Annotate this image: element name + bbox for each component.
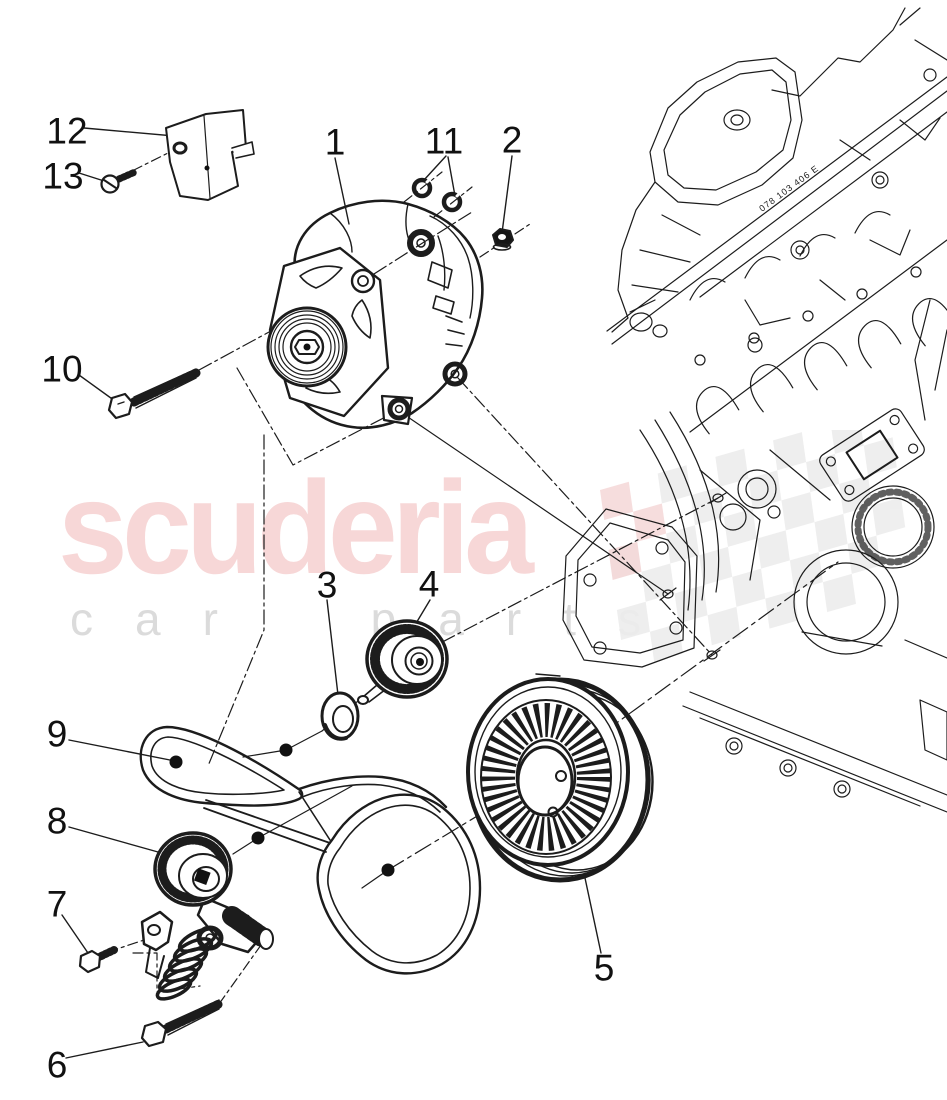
screw-part13 <box>100 168 139 194</box>
part-callout-10: 10 <box>41 348 83 390</box>
bracket-part12 <box>165 109 255 201</box>
engine-stamp-text: 078 103 406 E <box>757 163 820 214</box>
part-callout-12: 12 <box>46 110 88 152</box>
rings-part11 <box>411 175 464 213</box>
part-callout-3: 3 <box>316 564 338 606</box>
part-callout-2: 2 <box>501 119 523 161</box>
engine-flange <box>819 408 925 502</box>
part-callout-1: 1 <box>324 121 346 163</box>
crank-pulley-part5 <box>466 673 654 883</box>
watermark-checkered-flag <box>600 430 906 662</box>
bolt-part10 <box>107 368 201 420</box>
belt-part9 <box>139 725 482 975</box>
nut-part2 <box>492 228 514 251</box>
watermark-tagline: car parts <box>70 593 683 645</box>
part-callout-13: 13 <box>42 155 84 197</box>
alternator-part1 <box>266 199 484 430</box>
part-callout-7: 7 <box>46 883 68 925</box>
checker-row <box>641 497 906 602</box>
belt-contact-dots <box>169 743 395 877</box>
part-callout-4: 4 <box>418 563 440 605</box>
part-callout-8: 8 <box>46 800 68 842</box>
part-callout-5: 5 <box>593 947 615 989</box>
engine-block-drawing: 078 103 406 E <box>562 7 947 813</box>
part-callout-9: 9 <box>46 713 68 755</box>
part-callout-6: 6 <box>46 1044 68 1086</box>
engine-port-arches <box>696 298 947 435</box>
idler-pulley-part4 <box>357 619 449 705</box>
checker-row <box>649 573 857 662</box>
part-callout-11: 11 <box>424 120 464 162</box>
washer-part3 <box>320 691 360 741</box>
tensioner-part8 <box>140 831 274 1001</box>
bolt-part7 <box>78 946 118 974</box>
tensioner-spring <box>155 927 219 1001</box>
watermark-brand: scuderia <box>58 454 534 601</box>
bolt-part6 <box>140 999 224 1048</box>
alternator-pulley <box>266 306 348 388</box>
